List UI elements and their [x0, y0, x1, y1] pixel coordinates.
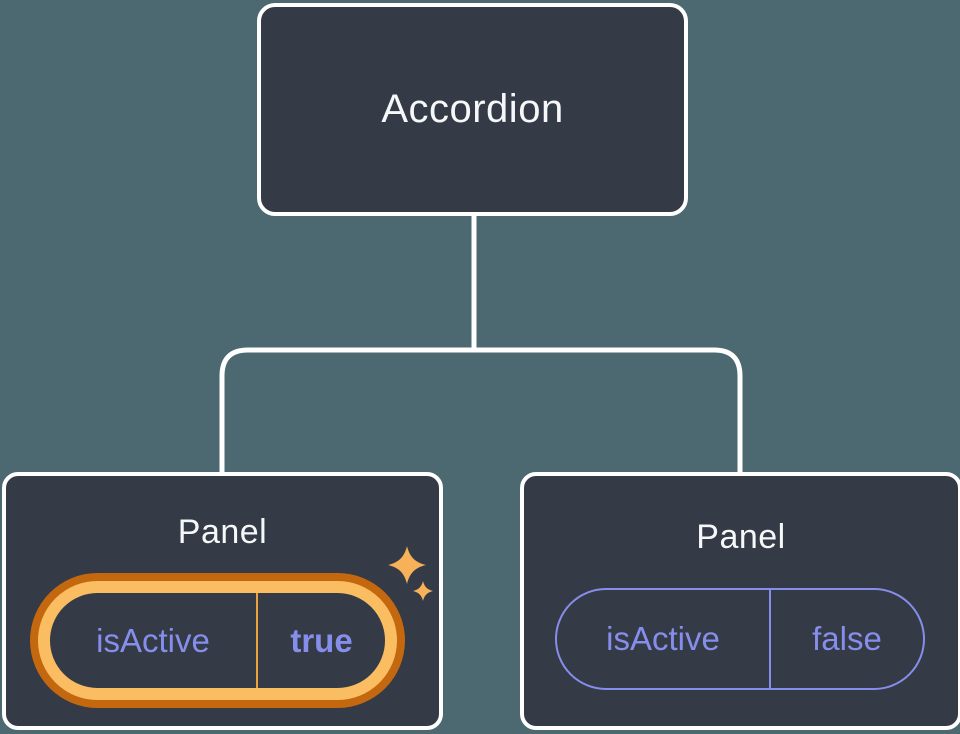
connector-branch-line — [219, 347, 743, 474]
panel-node-label: Panel — [696, 518, 786, 556]
state-value: false — [812, 620, 882, 657]
state-value: true — [290, 621, 353, 659]
panel-node-inactive: Panel isActive false — [520, 472, 960, 730]
pill-divider — [256, 593, 258, 688]
panel-node-label: Panel — [177, 513, 268, 551]
pill-divider — [769, 590, 771, 688]
state-key: isActive — [96, 621, 210, 659]
sparkle-icon — [388, 546, 426, 584]
sparkle-icon — [413, 581, 433, 601]
state-key: isActive — [606, 620, 720, 657]
state-pill-inactive: isActive false — [555, 588, 925, 690]
accordion-node: Accordion — [257, 3, 688, 216]
state-pill-active: isActive true — [38, 581, 397, 700]
panel-node-active: Panel isActive true — [2, 472, 443, 730]
accordion-node-label: Accordion — [381, 87, 564, 131]
